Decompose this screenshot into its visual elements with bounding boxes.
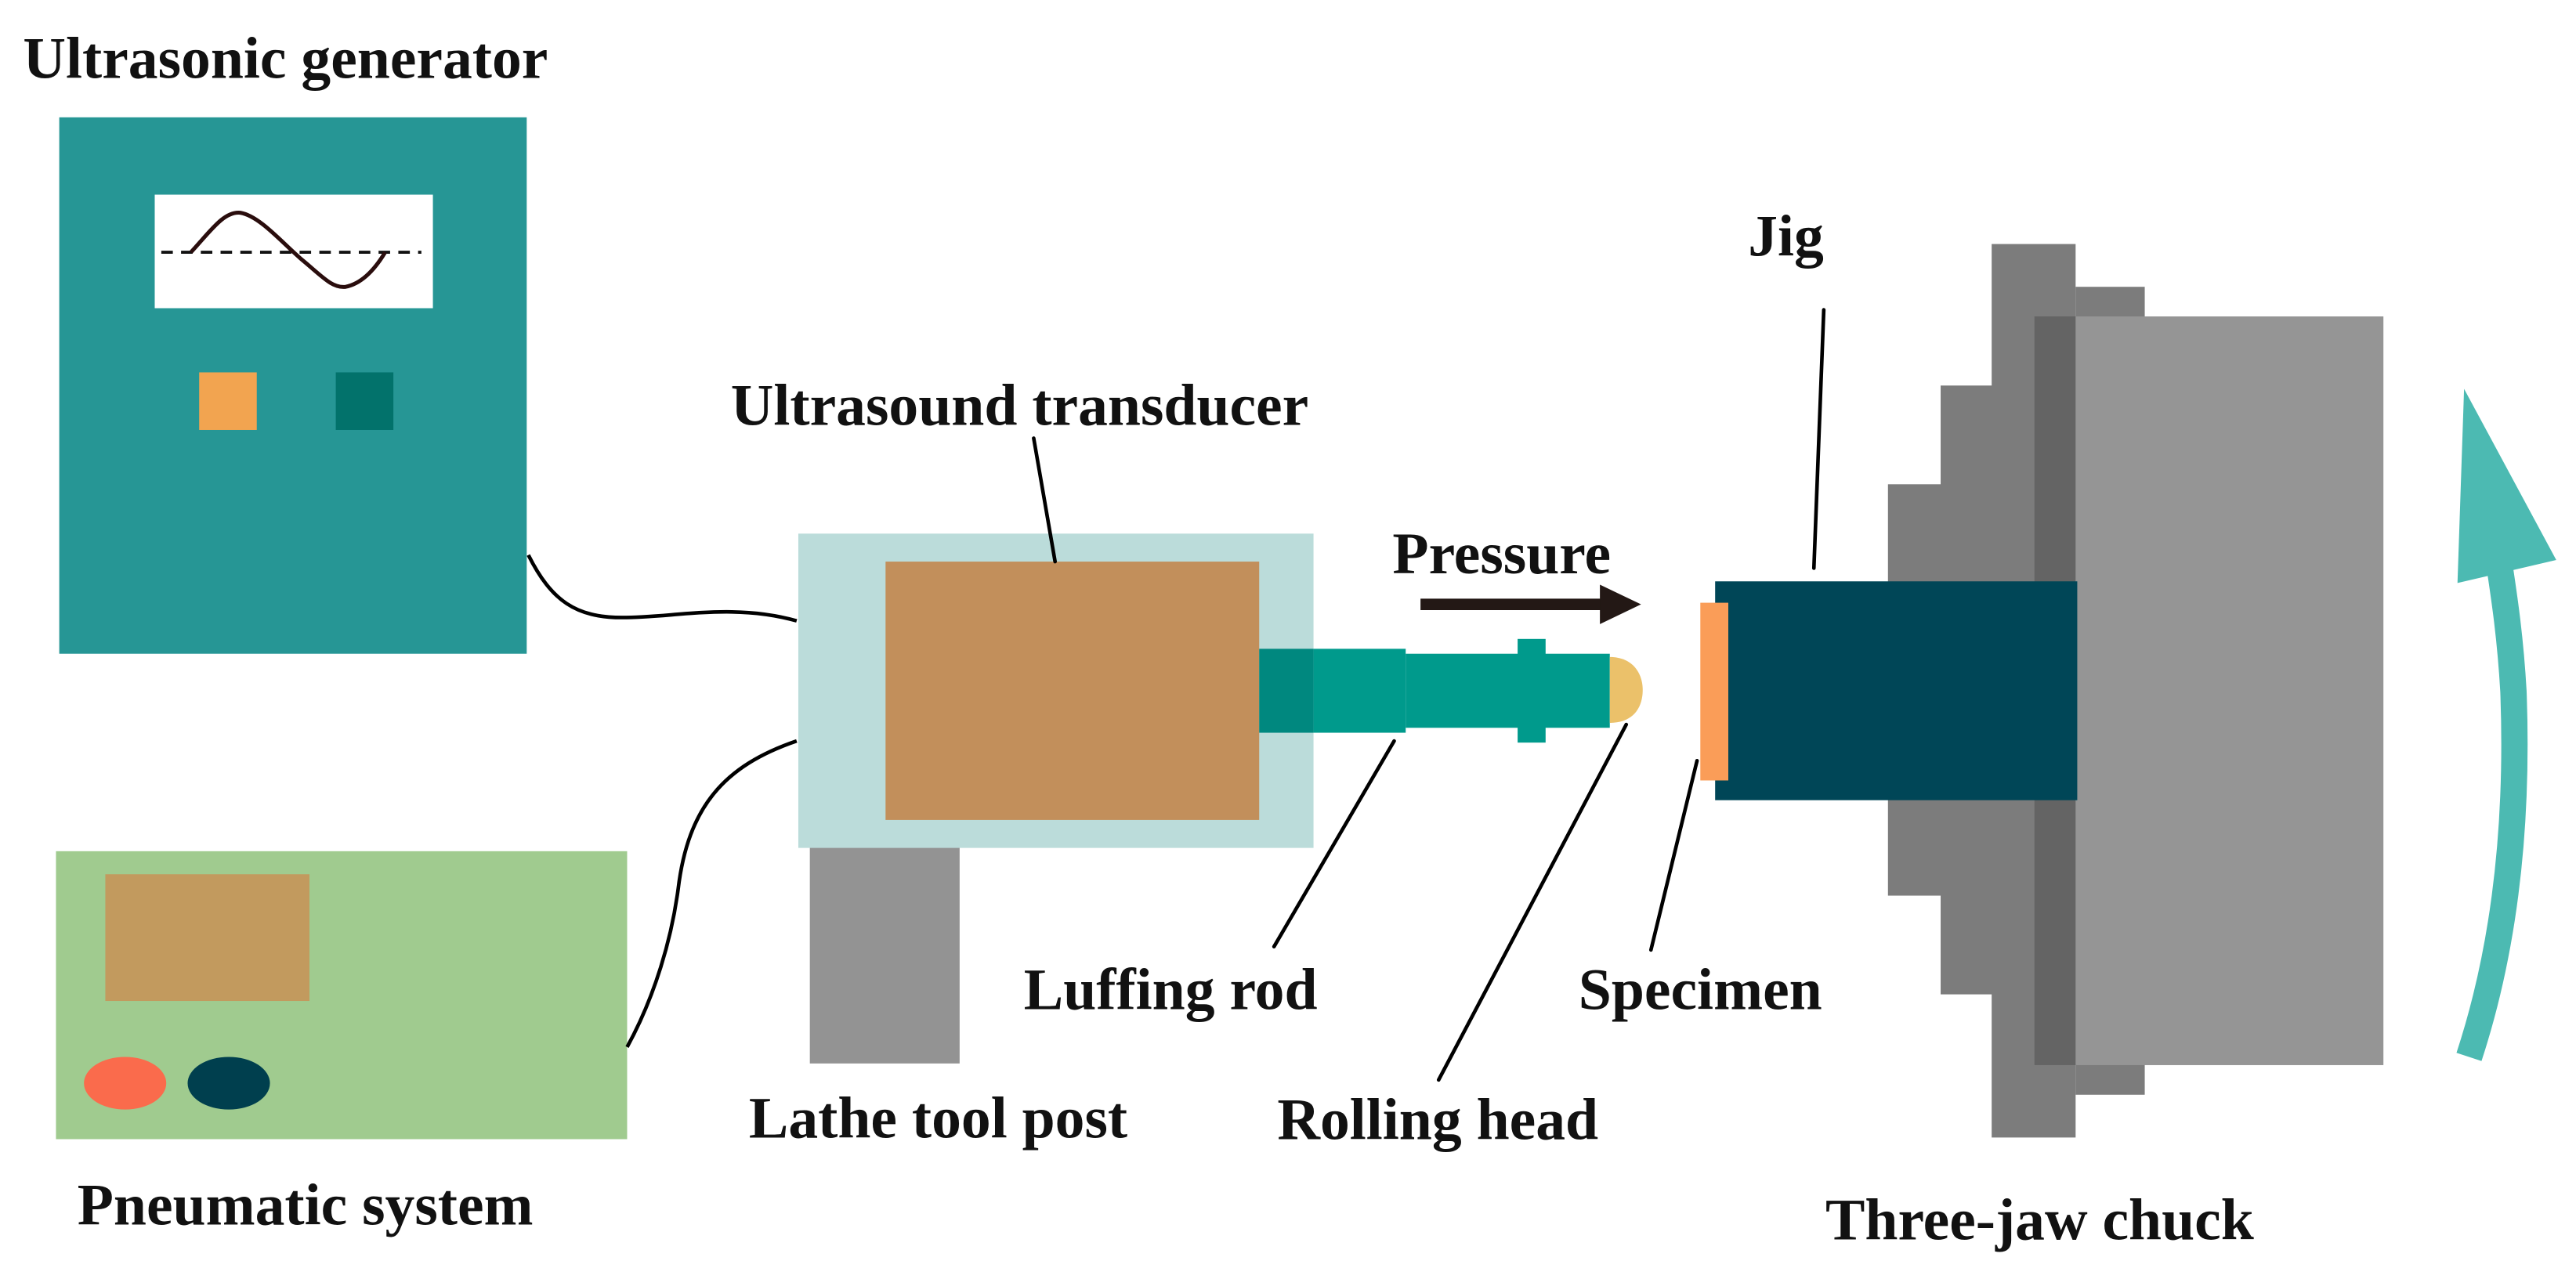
generator-button-teal <box>335 372 394 430</box>
pneumatic-panel <box>105 874 309 1002</box>
jig <box>1715 581 2078 800</box>
ultrasound-transducer <box>798 533 1314 848</box>
label-lathe-tool-post: Lathe tool post <box>749 1086 1127 1151</box>
label-pressure: Pressure <box>1392 522 1611 587</box>
pressure-arrow-head <box>1600 584 1641 624</box>
luffing-rod-base <box>1259 648 1314 733</box>
label-rolling-head: Rolling head <box>1277 1087 1598 1152</box>
label-ultrasound-transducer: Ultrasound transducer <box>731 374 1308 439</box>
label-luffing-rod: Luffing rod <box>1024 958 1318 1023</box>
luffing-rod <box>1259 638 1610 743</box>
pneumatic-system <box>56 851 628 1140</box>
label-ultrasonic-generator: Ultrasonic generator <box>23 26 548 91</box>
transducer-core <box>885 562 1260 820</box>
generator-cable <box>526 554 798 623</box>
luffing-rod-section <box>1313 648 1406 733</box>
pneumatic-knob-navy <box>187 1057 270 1110</box>
pressure-arrow <box>1420 584 1641 624</box>
ultrasonic-generator <box>59 117 527 654</box>
pneumatic-hose <box>625 739 798 1048</box>
leader-jig <box>1811 308 1826 570</box>
rotation-arrow-head <box>2457 388 2556 583</box>
luffing-rod-flange <box>1518 638 1546 743</box>
pneumatic-knob-red <box>84 1057 167 1110</box>
luffing-rod-shaft <box>1406 653 1610 728</box>
leader-transducer <box>1032 436 1058 564</box>
three-jaw-chuck <box>1887 244 2384 1138</box>
label-three-jaw-chuck: Three-jaw chuck <box>1825 1188 2254 1253</box>
rotation-arrow-shaft <box>2456 558 2528 1061</box>
leader-specimen <box>1648 758 1699 952</box>
lathe-tool-post <box>809 844 960 1064</box>
rolling-head <box>1609 656 1643 723</box>
sine-wave-icon <box>189 211 387 289</box>
rotation-arrow <box>2456 388 2556 1061</box>
label-jig: Jig <box>1748 204 1824 269</box>
chuck-body <box>2075 316 2384 1065</box>
label-pneumatic-system: Pneumatic system <box>78 1173 534 1238</box>
label-specimen: Specimen <box>1579 958 1822 1023</box>
leader-rolling-head <box>1436 722 1629 1082</box>
specimen <box>1700 602 1729 781</box>
generator-button-orange <box>199 372 257 430</box>
leader-luffing-rod <box>1272 739 1396 948</box>
